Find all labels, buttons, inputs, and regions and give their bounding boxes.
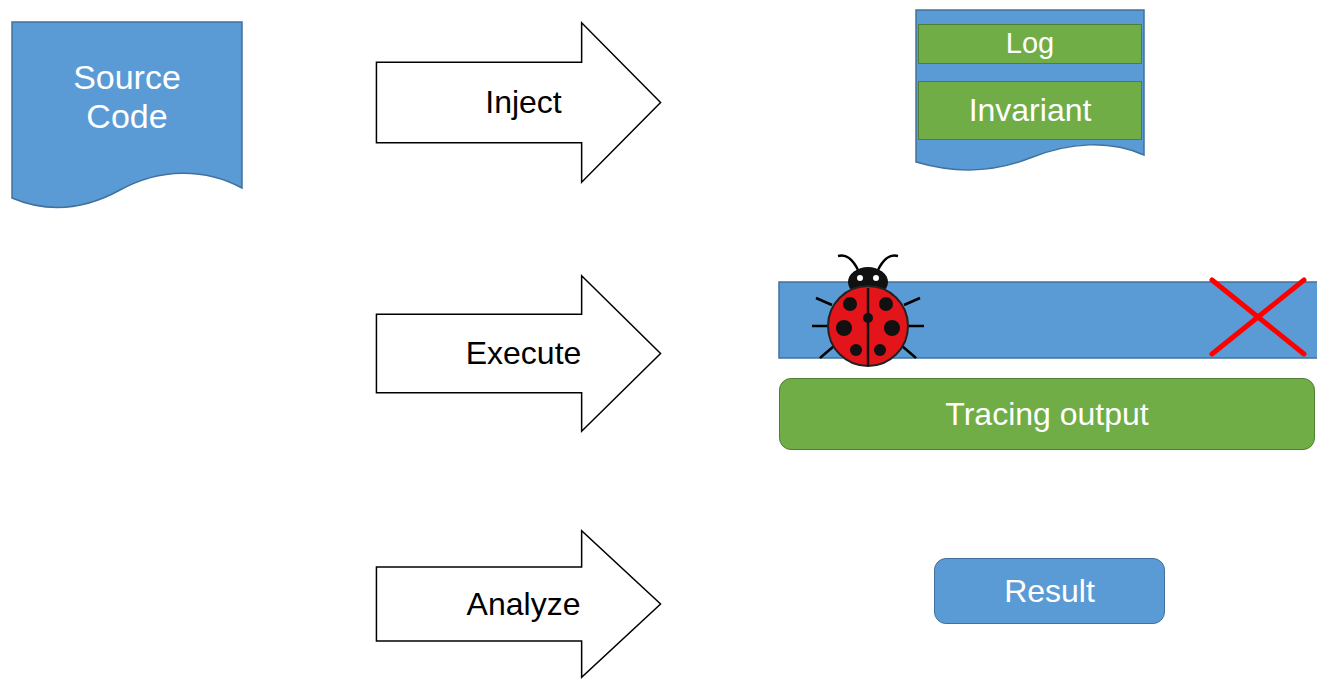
document-label: Source Code: [12, 22, 242, 172]
document-shape: [916, 10, 1144, 170]
document-shape: [12, 22, 242, 208]
step-arrow: Inject: [375, 22, 662, 183]
node-text: Analyze: [467, 586, 581, 623]
node-text: Result: [1004, 573, 1095, 610]
process-box: Result: [934, 558, 1165, 624]
step-arrow: Execute: [375, 275, 662, 432]
process-box: Tracing output: [779, 378, 1315, 450]
failure-mark: [1212, 280, 1304, 354]
bug-icon: [812, 256, 924, 366]
node-text: Inject: [485, 84, 561, 121]
node-text: Execute: [466, 335, 582, 372]
process-box: Invariant: [918, 81, 1142, 140]
node-text: Source Code: [52, 58, 202, 136]
node-text: Log: [1006, 27, 1054, 60]
process-box: Log: [918, 24, 1142, 64]
node-text: Invariant: [969, 92, 1092, 129]
step-arrow: Analyze: [375, 530, 662, 678]
node-text: Tracing output: [945, 396, 1148, 433]
